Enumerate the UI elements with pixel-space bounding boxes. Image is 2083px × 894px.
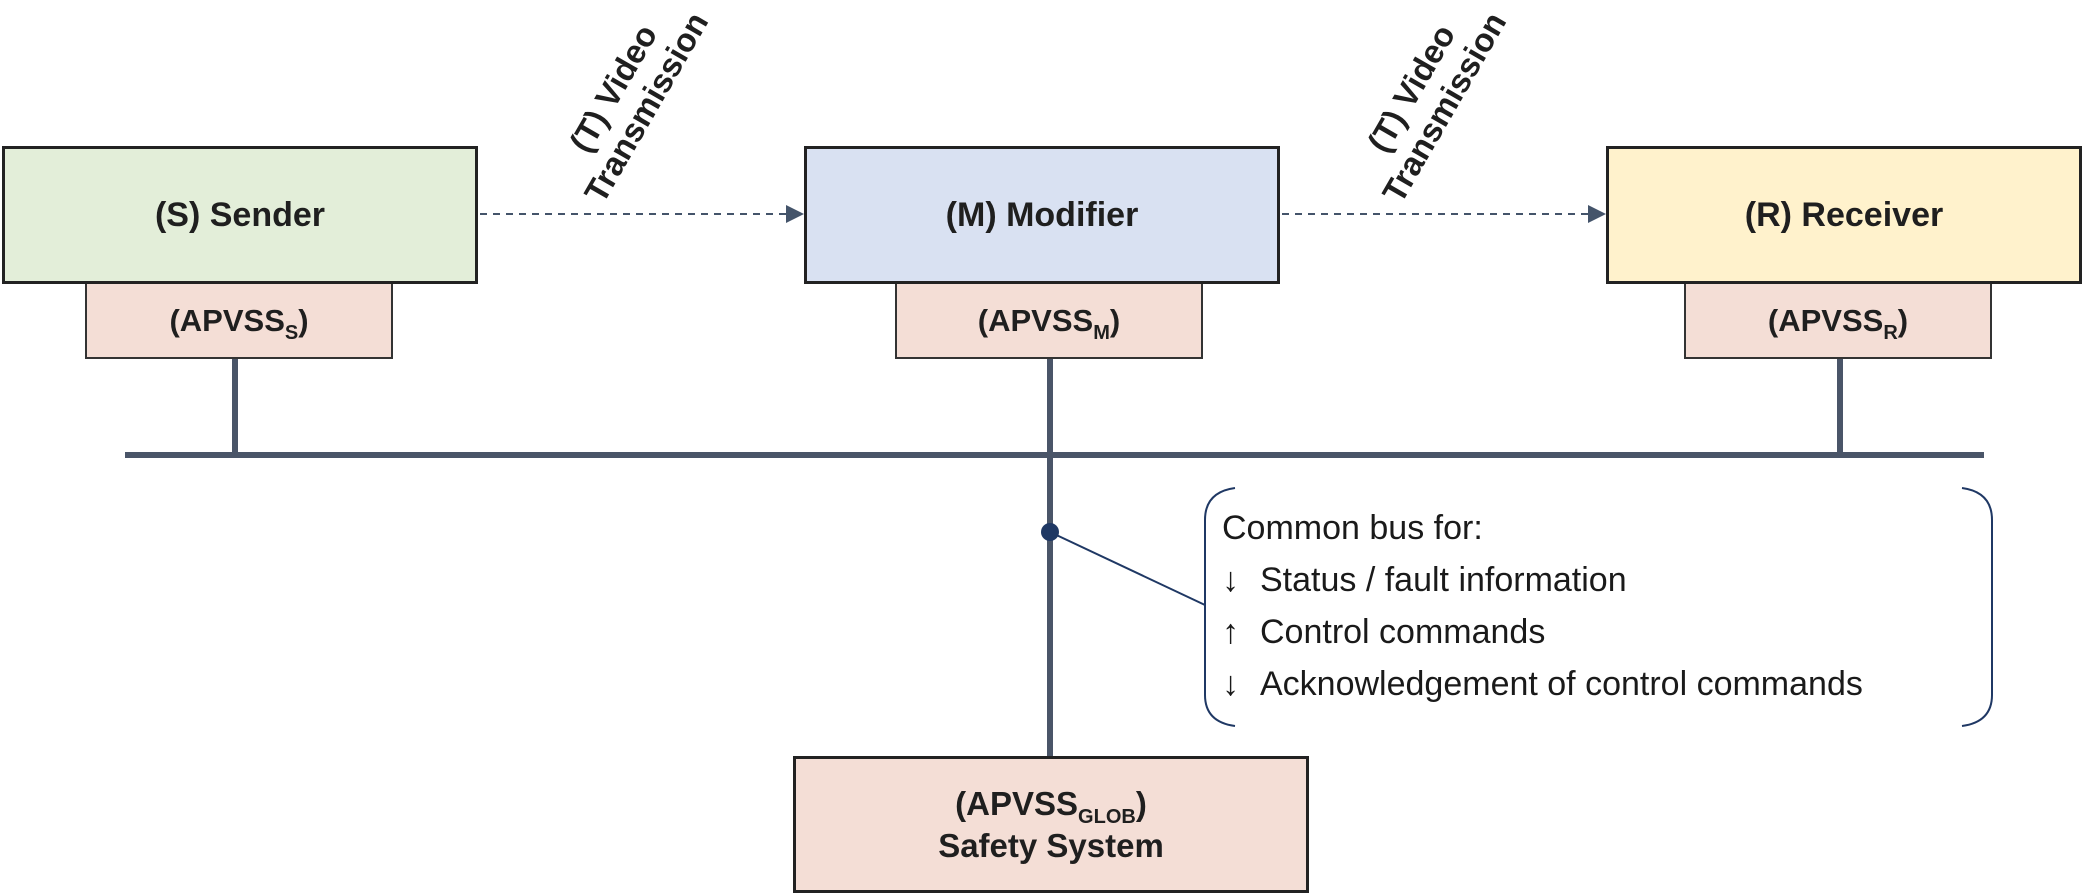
bracket-right — [1961, 487, 1993, 727]
bus-note-item-text: Control commands — [1260, 613, 1546, 651]
safety-system-title: Safety System — [938, 826, 1164, 864]
apvss-suffix: ) — [1135, 785, 1147, 823]
apvss-subscript: M — [1093, 321, 1110, 344]
receiver-label: (R) Receiver — [1744, 195, 1944, 234]
arrow-down-icon: ↓ — [1222, 665, 1239, 703]
apvss-receiver-box: (APVSSR) — [1684, 282, 1992, 359]
apvss-prefix: (APVSS — [169, 302, 285, 338]
bus-note-title: Common bus for: — [1222, 509, 1483, 547]
apvss-prefix: (APVSS — [1767, 302, 1884, 338]
arrow-up-icon: ↑ — [1222, 613, 1239, 651]
callout-line — [1049, 531, 1206, 606]
apvss-prefix: (APVSS — [977, 302, 1094, 338]
bus-note-item-text: Acknowledgement of control commands — [1260, 665, 1863, 703]
apvss-subscript: S — [284, 321, 299, 344]
apvss-prefix: (APVSS — [955, 785, 1079, 823]
safety-system-box: (APVSSGLOB) Safety System — [793, 756, 1309, 893]
arrowhead-s-to-m — [786, 205, 804, 223]
modifier-box: (M) Modifier — [804, 146, 1280, 284]
bus-note-item: ↓ Status / fault information — [1222, 554, 1863, 606]
apvss-suffix: ) — [298, 302, 309, 338]
apvss-modifier-box: (APVSSM) — [895, 282, 1203, 359]
apvss-suffix: ) — [1897, 302, 1909, 338]
bus-note-item-text: Status / fault information — [1260, 561, 1627, 599]
apvss-suffix: ) — [1109, 302, 1121, 338]
arrow-down-icon: ↓ — [1222, 561, 1239, 599]
modifier-label: (M) Modifier — [945, 195, 1139, 234]
apvss-subscript: R — [1883, 321, 1898, 344]
bus-note: Common bus for: ↓ Status / fault informat… — [1222, 502, 1863, 710]
sender-label: (S) Sender — [154, 195, 326, 234]
sender-box: (S) Sender — [2, 146, 478, 284]
bus-note-item: ↓ Acknowledgement of control commands — [1222, 658, 1863, 710]
arrowhead-m-to-r — [1588, 205, 1606, 223]
apvss-sender-box: (APVSSS) — [85, 282, 393, 359]
bus-note-item: ↑ Control commands — [1222, 606, 1863, 658]
bracket-left — [1204, 487, 1236, 727]
apvss-subscript: GLOB — [1078, 806, 1136, 829]
receiver-box: (R) Receiver — [1606, 146, 2082, 284]
